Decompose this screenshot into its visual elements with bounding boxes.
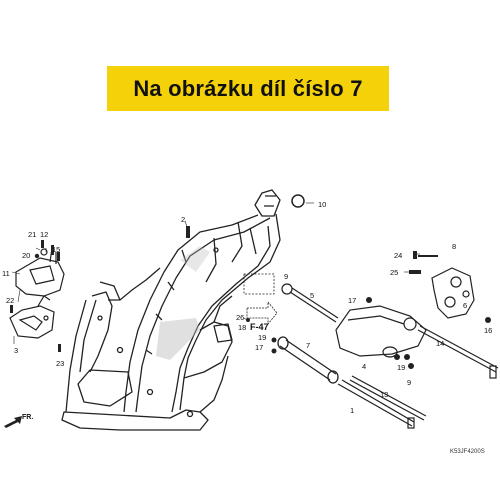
callout-4: 4	[362, 362, 366, 371]
callout-12: 12	[40, 230, 48, 239]
callout-20: 20	[22, 251, 30, 260]
part-6-bolt	[417, 325, 499, 379]
leader-lines	[11, 202, 420, 344]
part-4-swing-arm	[335, 305, 427, 358]
callout-6: 6	[463, 301, 467, 310]
callout-13: 13	[380, 390, 388, 399]
callout-25: 25	[390, 268, 398, 277]
callout-21: 21	[28, 230, 36, 239]
small-bolts-part-22-23	[10, 305, 61, 352]
part-2-bolt	[186, 226, 190, 238]
small-bolts-right	[246, 194, 491, 369]
reference-box	[243, 273, 275, 295]
callout-19-left: 19	[258, 333, 266, 342]
part-11-bracket	[15, 247, 65, 297]
callout-9-upper: 9	[284, 272, 288, 281]
banner-text: Na obrázku díl číslo 7	[133, 75, 363, 101]
callout-17-lower: 17	[255, 343, 263, 352]
callout-19-right: 19	[397, 363, 405, 372]
part-7-pipe	[277, 336, 339, 384]
part-8-bracket	[431, 267, 475, 319]
callout-5: 5	[310, 291, 314, 300]
part-number-banner: Na obrázku díl číslo 7	[107, 66, 389, 111]
callout-14: 14	[436, 339, 444, 348]
callout-26: 26	[236, 313, 244, 322]
small-bolts-upper-left	[34, 240, 60, 261]
callout-8: 8	[452, 242, 456, 251]
part-3-bracket	[9, 295, 55, 339]
diagram-code: K53JF4200S	[450, 449, 485, 455]
callout-1: 1	[350, 406, 354, 415]
frame-shading	[156, 246, 210, 360]
part-5-bolt	[281, 283, 339, 323]
callout-7: 7	[306, 341, 310, 350]
callout-18: 18	[238, 323, 246, 332]
callout-16: 16	[484, 326, 492, 335]
part-1-13-bolts	[337, 375, 427, 429]
callout-23: 23	[56, 359, 64, 368]
callout-22: 22	[6, 296, 14, 305]
callout-11: 11	[2, 269, 10, 278]
callout-24: 24	[394, 251, 402, 260]
reference-label: F-47	[250, 322, 269, 332]
callout-2: 2	[181, 215, 185, 224]
reference-arrow-icon	[246, 300, 278, 326]
frame-body	[61, 189, 281, 431]
front-direction-arrow-icon	[4, 416, 22, 428]
callout-15: 15	[52, 245, 60, 254]
callout-9-lower: 9	[407, 378, 411, 387]
front-direction-label: FR.	[22, 414, 33, 421]
callout-3: 3	[14, 346, 18, 355]
callout-17-upper: 17	[348, 296, 356, 305]
callout-10: 10	[318, 200, 326, 209]
callout-numbers: 10 2 9 5 17 17 19 7 4 19 9 14 16 6 8 24 …	[2, 200, 492, 415]
